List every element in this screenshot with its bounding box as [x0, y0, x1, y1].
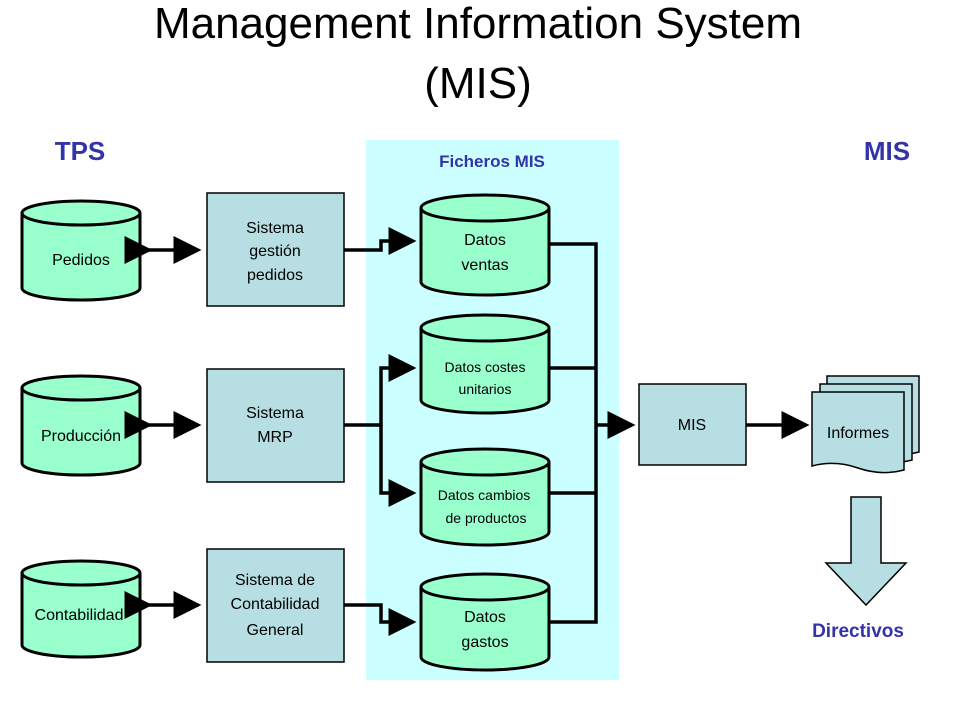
system-contabilidad-line3: General — [247, 622, 304, 639]
file-datos-gastos-line2: gastos — [461, 634, 508, 651]
file-datos-ventas-line2: ventas — [461, 257, 508, 274]
file-datos-ventas: Datos ventas — [419, 193, 551, 297]
store-contabilidad: Contabilidad — [20, 559, 142, 659]
link-mrp-cambios — [379, 425, 417, 507]
system-mrp-line2: MRP — [257, 429, 293, 446]
diagram-title-line1: Management Information System — [154, 0, 802, 48]
mis-system-box: MIS — [638, 383, 747, 466]
files-collector-bus — [549, 242, 598, 624]
system-gestion-pedidos-line3: pedidos — [247, 267, 303, 284]
system-contabilidad-general: Sistema de Contabilidad General — [206, 548, 345, 663]
store-produccion: Producción — [20, 374, 142, 477]
file-datos-ventas-line1: Datos — [464, 232, 506, 249]
system-mrp-line1: Sistema — [246, 405, 304, 422]
file-datos-gastos: Datos gastos — [419, 572, 551, 672]
store-produccion-label: Producción — [41, 428, 121, 445]
tps-heading: TPS — [55, 136, 106, 166]
system-contabilidad-line2: Contabilidad — [231, 596, 320, 613]
mis-box-label: MIS — [678, 417, 706, 434]
file-datos-costes: Datos costes unitarios — [419, 313, 551, 415]
file-datos-gastos-line1: Datos — [464, 609, 506, 626]
system-contabilidad-line1: Sistema de — [235, 572, 315, 589]
system-gestion-pedidos-line2: gestión — [249, 243, 301, 260]
link-pedidos-ventas — [344, 227, 417, 255]
informes-documents: Informes — [811, 375, 920, 474]
informes-page-front — [811, 391, 905, 474]
link-mrp-costes — [344, 354, 417, 427]
system-gestion-pedidos-line1: Sistema — [246, 220, 304, 237]
file-datos-costes-line1: Datos costes — [445, 359, 526, 375]
informes-label: Informes — [827, 425, 889, 442]
diagram-title-line2: (MIS) — [424, 59, 532, 108]
ficheros-mis-title: Ficheros MIS — [439, 152, 545, 171]
system-mrp: Sistema MRP — [206, 368, 345, 483]
store-pedidos-label: Pedidos — [52, 252, 110, 269]
store-contabilidad-label: Contabilidad — [35, 607, 124, 624]
system-gestion-pedidos: Sistema gestión pedidos — [206, 192, 345, 307]
directivos-label: Directivos — [812, 621, 904, 642]
down-arrow-icon — [824, 496, 908, 607]
file-datos-cambios-line2: de productos — [446, 510, 527, 526]
file-datos-cambios: Datos cambios de productos — [419, 447, 551, 547]
link-contabilidad-gastos — [344, 603, 417, 636]
mis-heading: MIS — [864, 136, 910, 166]
file-datos-cambios-line1: Datos cambios — [438, 487, 531, 503]
store-pedidos: Pedidos — [20, 199, 142, 302]
file-datos-costes-line2: unitarios — [459, 381, 512, 397]
